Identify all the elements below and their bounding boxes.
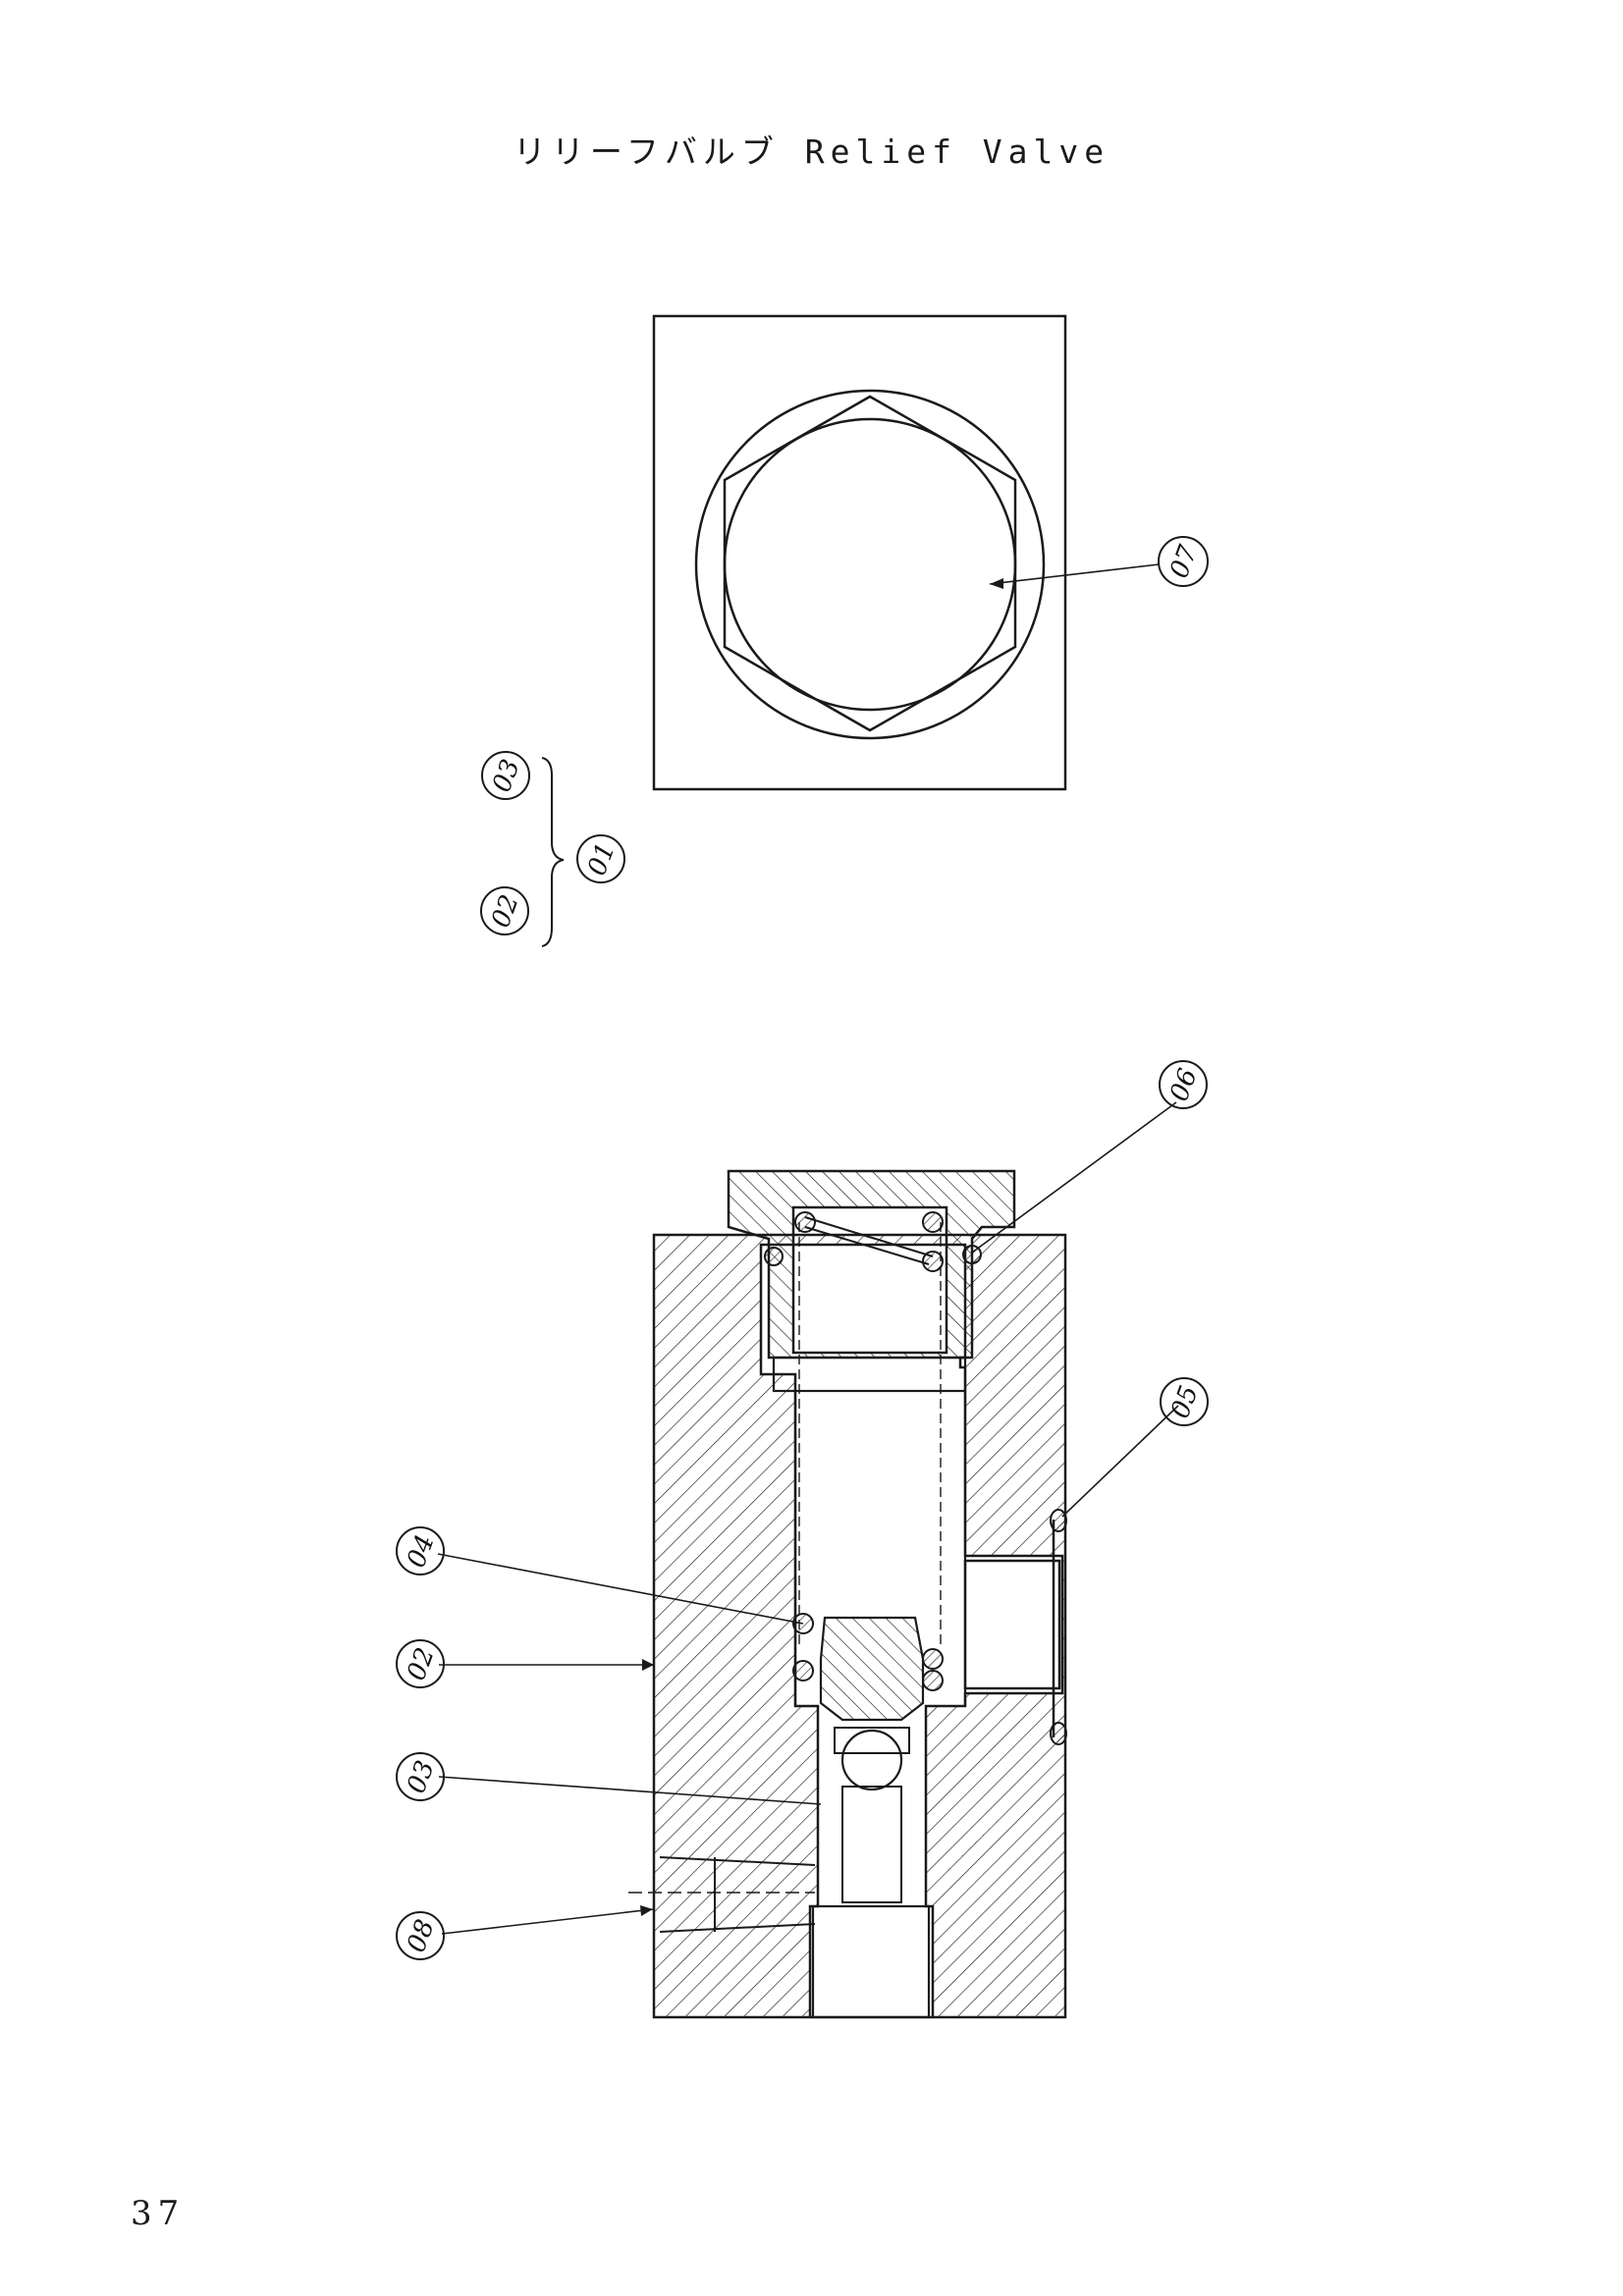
svg-text:08: 08: [402, 1916, 441, 1956]
page-number: 37: [131, 2194, 186, 2233]
side-plug: [963, 1559, 1061, 1690]
callout-03-list: 03: [481, 751, 530, 800]
svg-text:03: 03: [487, 756, 526, 796]
top-view: [652, 314, 1067, 791]
side-oring-bottom: [1050, 1722, 1067, 1745]
callout-02: 02: [396, 1639, 445, 1688]
bottom-port: [811, 1904, 931, 2019]
svg-text:02: 02: [486, 891, 525, 932]
poppet: [819, 1616, 925, 1722]
svg-text:02: 02: [402, 1644, 441, 1684]
top-view-square: [652, 314, 1067, 791]
spring-wire-5: [792, 1660, 814, 1682]
ball-seat: [834, 1727, 910, 1754]
parts-brace: [541, 757, 565, 947]
svg-text:01: 01: [582, 839, 622, 880]
svg-text:07: 07: [1164, 541, 1204, 582]
spring-wire-2: [922, 1211, 944, 1233]
spring-wire-7: [922, 1670, 944, 1691]
callout-01: 01: [576, 834, 625, 883]
top-view-hex-nut: [723, 395, 1017, 732]
top-view-outer-circle: [694, 389, 1046, 740]
callout-02-list: 02: [480, 886, 529, 935]
callout-04: 04: [396, 1526, 445, 1575]
side-oring-top: [1050, 1509, 1067, 1532]
valve-body: [652, 1233, 1067, 2019]
section-view: [628, 1169, 1067, 2019]
callout-08: 08: [396, 1911, 445, 1960]
svg-text:05: 05: [1165, 1382, 1205, 1422]
top-view-inner-circle: [723, 417, 1017, 712]
callout-07: 07: [1158, 536, 1209, 587]
spring-wire-3: [922, 1251, 944, 1272]
spring-wire-6: [922, 1648, 944, 1670]
arrow-heads: [640, 578, 1003, 1916]
leader-lines: [437, 563, 1179, 1935]
callout-05: 05: [1160, 1377, 1209, 1426]
page-title: リリーフバルブ Relief Valve: [513, 133, 1110, 171]
callout-06: 06: [1159, 1060, 1208, 1109]
svg-text:03: 03: [402, 1757, 441, 1797]
svg-text:06: 06: [1164, 1065, 1204, 1105]
guide-rod: [841, 1786, 902, 1903]
svg-text:04: 04: [402, 1531, 441, 1572]
cap-nut: [727, 1169, 1016, 1360]
cap-oring-left: [764, 1247, 784, 1266]
check-ball: [840, 1729, 903, 1791]
spring-wire-1: [794, 1211, 816, 1233]
callout-03: 03: [396, 1752, 445, 1801]
